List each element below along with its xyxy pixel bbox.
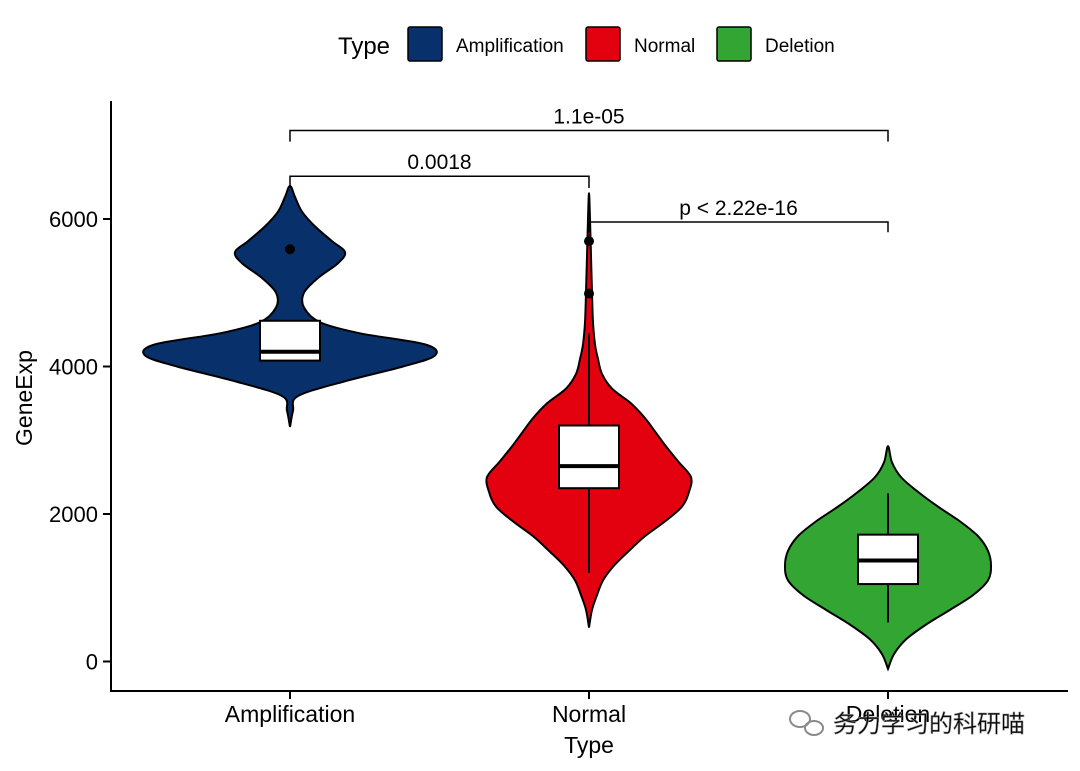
chat-bubble-icon: [789, 710, 824, 736]
x-tick-label: Amplification: [225, 701, 355, 727]
violin-amplification: [142, 184, 438, 428]
watermark-text: 务力学习的科研喵: [833, 710, 1025, 738]
x-ticks: Amplification Normal Deletion: [225, 691, 930, 727]
legend-item-normal: Normal: [585, 26, 695, 62]
legend-label: Normal: [634, 36, 695, 57]
legend-item-deletion: Deletion: [716, 26, 835, 62]
comparison-bracket: 0.0018: [289, 151, 590, 189]
legend-swatch: [585, 26, 621, 62]
y-tick-label: 4000: [49, 355, 98, 380]
legend-label: Deletion: [765, 36, 835, 57]
violins: [142, 184, 993, 672]
box-amplification: [259, 319, 321, 362]
y-ticks: 0 2000 4000 6000: [49, 207, 111, 675]
y-tick-label: 6000: [49, 207, 98, 232]
box-normal: [558, 424, 620, 490]
bracket-line: [289, 129, 889, 142]
outlier-point: [584, 236, 594, 247]
x-tick-label: Deletion: [846, 701, 930, 727]
significance-brackets: 1.1e-05 0.0018 p < 2.22e-16: [289, 106, 889, 233]
p-value-label: 0.0018: [407, 151, 471, 174]
legend-swatch: [407, 26, 443, 62]
bracket-line: [289, 175, 590, 189]
y-axis-title: GeneExp: [11, 350, 37, 446]
y-tick-label: 2000: [49, 502, 98, 527]
p-value-label: p < 2.22e-16: [679, 197, 798, 220]
legend-item-amplification: Amplification: [407, 26, 564, 62]
comparison-bracket: p < 2.22e-16: [588, 197, 889, 233]
x-tick-label: Normal: [552, 701, 626, 727]
outlier-point: [285, 244, 295, 255]
legend-swatch: [716, 26, 752, 62]
legend-label: Amplification: [456, 36, 564, 57]
y-tick-label: 0: [86, 650, 98, 675]
legend: Type Amplification Normal Deletion: [338, 26, 835, 62]
legend-title: Type: [338, 33, 390, 60]
bracket-line: [588, 221, 889, 233]
x-axis-title: Type: [564, 732, 614, 758]
watermark: 务力学习的科研喵: [789, 710, 1025, 738]
outlier-point: [584, 288, 594, 299]
comparison-bracket: 1.1e-05: [289, 106, 889, 142]
p-value-label: 1.1e-05: [553, 106, 624, 129]
